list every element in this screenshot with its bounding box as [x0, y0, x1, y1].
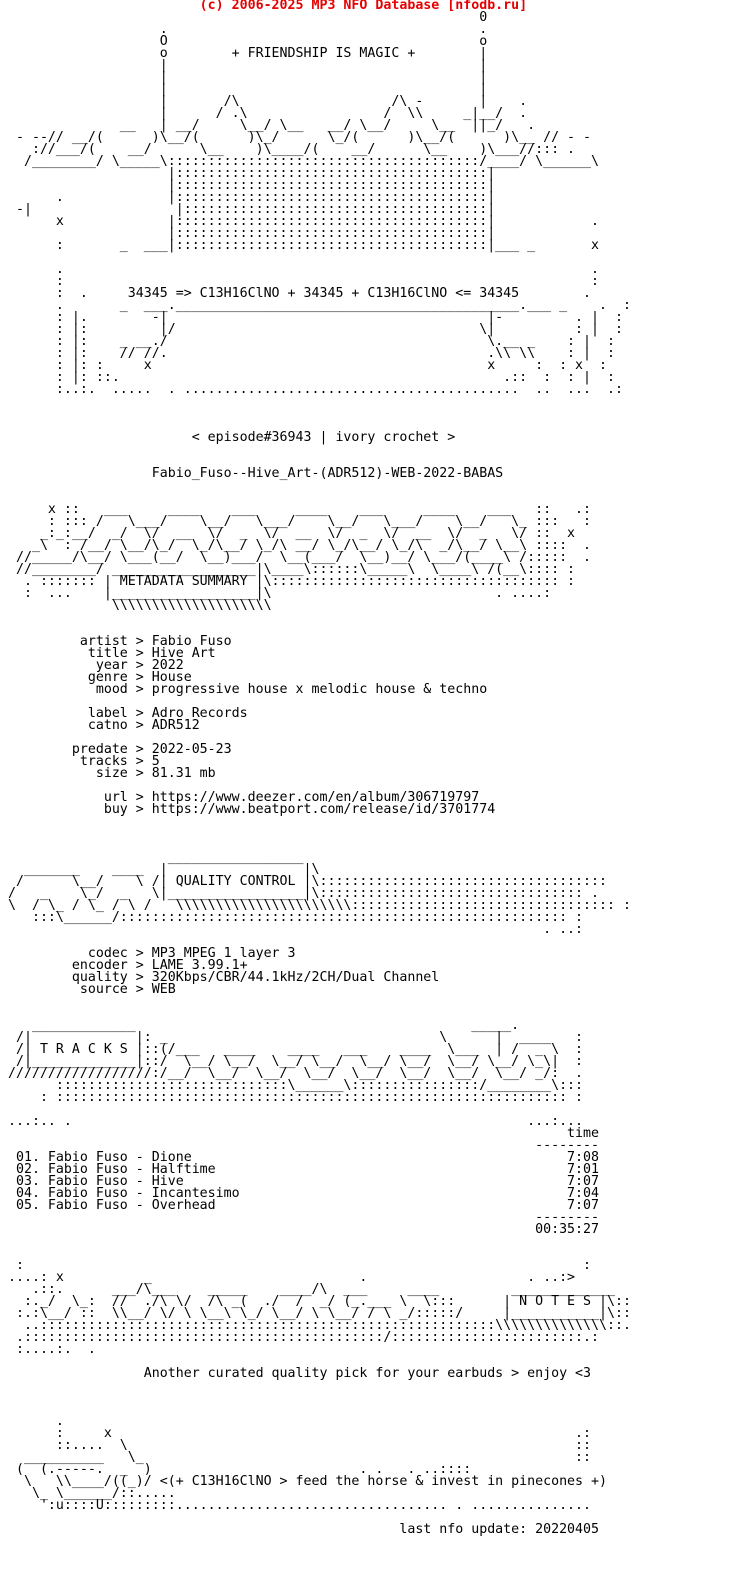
nfodb-copyright-header: (c) 2006-2025 MP3 NFO Database [nfodb.ru… — [8, 0, 528, 13]
nfo-ascii-art-body: 0 . . O o o + FRIENDSHIP IS MAGIC + | — [8, 10, 631, 1537]
